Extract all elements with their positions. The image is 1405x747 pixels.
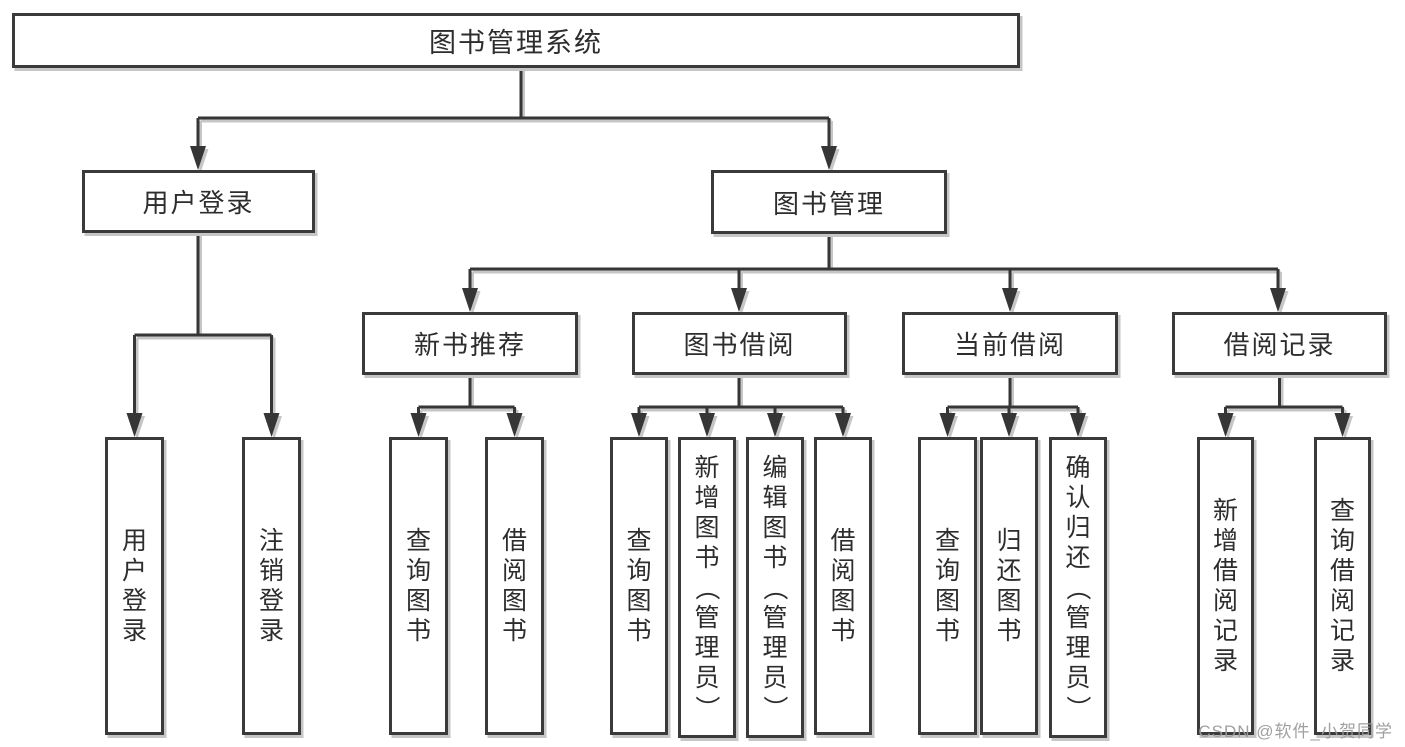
leaf-recommend-query-books: 查询图书 xyxy=(389,437,448,735)
node-book-management: 图书管理 xyxy=(711,170,947,234)
leaf-borrow-borrow-books: 借阅图书 xyxy=(814,437,872,735)
leaf-current-return-books: 归还图书 xyxy=(980,437,1038,735)
leaf-current-confirm-return-admin-label: 确认归还（管理员） xyxy=(1063,453,1092,721)
leaf-recommend-borrow-books-label: 借阅图书 xyxy=(501,527,527,645)
leaf-borrow-edit-books-admin-label: 编辑图书（管理员） xyxy=(760,453,789,721)
node-user-login: 用户登录 xyxy=(82,170,315,233)
leaf-current-query-books-label: 查询图书 xyxy=(934,527,960,645)
leaf-borrow-query-books-label: 查询图书 xyxy=(626,527,652,645)
leaf-records-query-record: 查询借阅记录 xyxy=(1314,437,1371,735)
leaf-recommend-borrow-books: 借阅图书 xyxy=(485,437,544,735)
leaf-borrow-add-books-admin: 新增图书（管理员） xyxy=(678,437,736,738)
node-book-borrowing: 图书借阅 xyxy=(632,312,847,375)
node-borrowing-records: 借阅记录 xyxy=(1172,312,1387,375)
leaf-current-query-books: 查询图书 xyxy=(918,437,977,735)
leaf-records-add-record-label: 新增借阅记录 xyxy=(1212,497,1238,675)
node-new-book-recommend: 新书推荐 xyxy=(362,312,578,375)
leaf-logout-login: 注销登录 xyxy=(242,437,301,735)
leaf-records-query-record-label: 查询借阅记录 xyxy=(1329,497,1355,675)
leaf-borrow-query-books: 查询图书 xyxy=(610,437,668,735)
leaf-user-login-label: 用户登录 xyxy=(121,527,147,645)
leaf-current-confirm-return-admin: 确认归还（管理员） xyxy=(1049,437,1107,738)
leaf-logout-login-label: 注销登录 xyxy=(258,527,284,645)
leaf-borrow-borrow-books-label: 借阅图书 xyxy=(830,527,856,645)
leaf-borrow-add-books-admin-label: 新增图书（管理员） xyxy=(692,453,721,721)
csdn-watermark: CSDN @软件_小贺同学 xyxy=(1198,722,1393,741)
leaf-recommend-query-books-label: 查询图书 xyxy=(405,527,431,645)
leaf-current-return-books-label: 归还图书 xyxy=(996,527,1022,645)
node-library-management-system: 图书管理系统 xyxy=(12,13,1020,68)
leaf-borrow-edit-books-admin: 编辑图书（管理员） xyxy=(746,437,804,738)
leaf-records-add-record: 新增借阅记录 xyxy=(1197,437,1254,735)
leaf-user-login: 用户登录 xyxy=(105,437,164,735)
node-current-borrowing: 当前借阅 xyxy=(902,312,1118,375)
